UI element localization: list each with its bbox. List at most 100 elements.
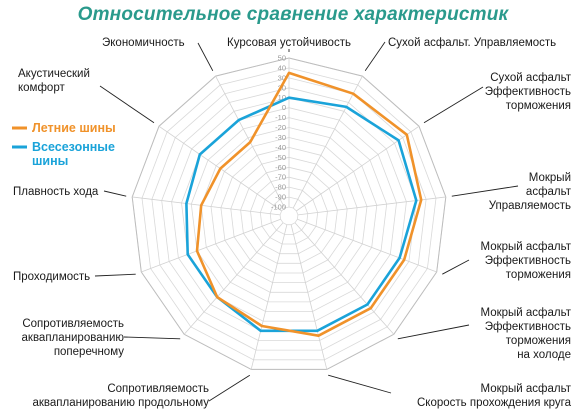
axis-label-line: комфорт xyxy=(18,82,65,94)
tick-label: 0 xyxy=(282,103,286,112)
grid-outer-ring xyxy=(131,57,447,370)
axis-label: Сухой асфальт. Управляемость xyxy=(388,37,556,49)
legend-label-summer: Летние шины xyxy=(32,121,116,135)
grid-ring xyxy=(141,67,437,361)
legend: Летние шины Всесезонные шины xyxy=(12,121,116,168)
axis-label-line: Эффективность xyxy=(485,255,571,267)
grid-ring xyxy=(200,127,378,303)
spoke xyxy=(296,125,420,212)
axis-label-line: Мокрый асфальт xyxy=(481,241,572,253)
tick-label: -40 xyxy=(275,143,286,152)
leader-line xyxy=(364,41,386,72)
radar-spokes xyxy=(132,58,446,370)
tick-label: -80 xyxy=(275,183,286,192)
axis-label-line: Сухой асфальт. Управляемость xyxy=(388,37,556,49)
axis-label-line: Экономичность xyxy=(102,37,185,49)
spoke xyxy=(292,75,363,209)
series-summer xyxy=(195,71,423,338)
tick-label: -10 xyxy=(275,113,286,122)
grid-ring xyxy=(210,137,368,293)
axis-label-line: поперечному xyxy=(54,346,124,358)
grid-ring xyxy=(230,156,348,274)
axis-label-line: аквапланированию xyxy=(22,332,125,344)
chart-title: Относительное сравнение характеристик xyxy=(77,4,509,25)
axis-label: Сопротивляемость аквапланированию поперечн… xyxy=(22,318,125,358)
leader-line xyxy=(123,336,181,340)
grid-ring xyxy=(220,146,358,284)
tick-label: 10 xyxy=(278,93,286,102)
axis-label-line: Мокрый асфальт xyxy=(481,307,572,319)
spoke xyxy=(250,224,288,370)
leader-line xyxy=(451,185,519,197)
leader-line xyxy=(103,190,127,197)
legend-label-allseason-1: Всесезонные xyxy=(32,140,115,154)
axis-label-line: Курсовая устойчивость xyxy=(227,37,351,49)
grid-ring xyxy=(161,87,417,341)
tick-label: -30 xyxy=(275,133,286,142)
spoke xyxy=(183,222,284,335)
axis-label-line: торможения xyxy=(506,100,571,112)
axis-label: Курсовая устойчивость xyxy=(227,37,351,49)
axis-label-line: Сухой асфальт xyxy=(490,72,571,84)
grid-ring xyxy=(250,176,328,255)
grid-ring xyxy=(240,166,338,264)
axis-label-line: аквапланированию продольному xyxy=(32,397,209,409)
axis-label-line: Эффективность xyxy=(485,86,571,98)
leader-line xyxy=(328,374,392,394)
axis-label: Экономичность xyxy=(102,37,185,49)
leader-line xyxy=(99,85,155,124)
leader-line xyxy=(423,86,484,124)
axis-label-line: Акустический xyxy=(18,68,90,80)
spoke xyxy=(294,222,395,335)
leader-line xyxy=(208,374,251,402)
label-leader-lines xyxy=(94,41,519,402)
radar-series xyxy=(185,71,423,338)
axis-label-line: Сопротивляемость xyxy=(22,318,124,330)
axis-label: Сопротивляемость аквапланированию продоль… xyxy=(32,383,209,409)
tick-label: -90 xyxy=(275,193,286,202)
axis-label-line: Эффективность xyxy=(485,321,571,333)
spoke xyxy=(141,218,281,273)
leader-line xyxy=(94,273,136,277)
axis-label-line: Мокрый асфальт xyxy=(481,383,572,395)
axis-label-line: Плавность хода xyxy=(13,186,99,198)
axis-label-line: Управляемость xyxy=(489,200,571,212)
tick-label: -70 xyxy=(275,173,286,182)
leader-line xyxy=(442,259,470,275)
axis-label: Плавность хода xyxy=(13,186,99,198)
spoke xyxy=(297,218,437,273)
axis-labels: Курсовая устойчивость Сухой асфальт. Упра… xyxy=(13,37,572,409)
grid-ring xyxy=(151,77,427,351)
axis-label: Проходимость xyxy=(13,271,90,283)
grid-ring xyxy=(279,206,299,226)
spoke xyxy=(132,196,281,216)
spoke xyxy=(290,224,328,370)
axis-label-line: торможения xyxy=(506,269,571,281)
tick-label: -50 xyxy=(275,153,286,162)
leader-line xyxy=(197,42,214,72)
axis-label-line: Сопротивляемость xyxy=(107,383,209,395)
axis-label-line: Мокрый xyxy=(529,172,571,184)
axis-label-line: торможения xyxy=(506,335,571,347)
tick-label: -20 xyxy=(275,123,286,132)
spoke xyxy=(297,196,446,216)
axis-label-line: на холоде xyxy=(517,349,571,361)
grid-ring xyxy=(259,186,319,245)
axis-label-line: асфальт xyxy=(526,186,572,198)
tick-label: -60 xyxy=(275,163,286,172)
axis-label-line: Скорость прохождения круга xyxy=(417,397,572,409)
axis-label: Акустический комфорт xyxy=(18,68,90,94)
leader-line xyxy=(397,324,470,340)
tick-label: 30 xyxy=(278,73,286,82)
legend-label-allseason-2: шины xyxy=(32,154,68,168)
axis-label-line: Проходимость xyxy=(13,271,90,283)
tick-label: -100 xyxy=(271,203,286,212)
radar-tick-labels: -100-90-80-70-60-50-40-30-20-10010203040… xyxy=(271,54,286,212)
tick-label: 40 xyxy=(278,63,286,72)
